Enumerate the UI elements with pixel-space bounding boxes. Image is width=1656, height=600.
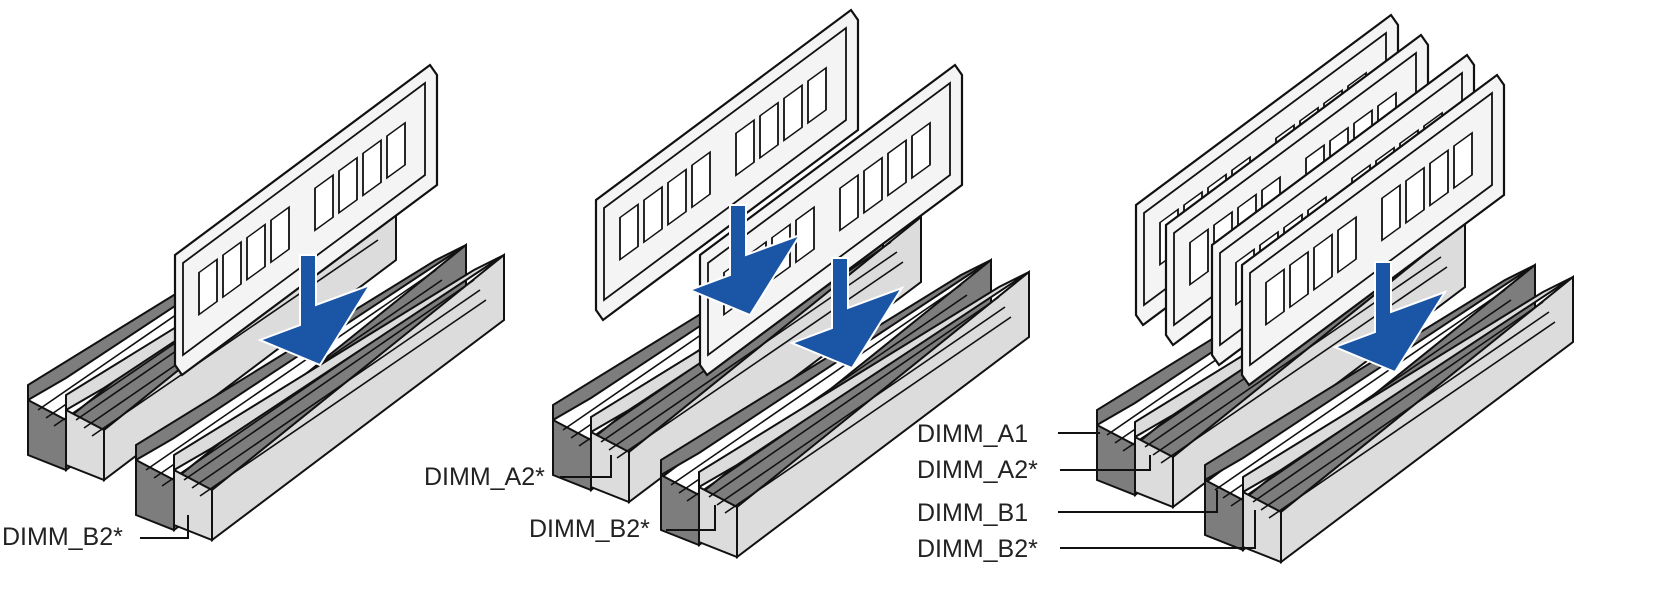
panel-2: DIMM_A2* DIMM_B2* bbox=[424, 8, 1030, 558]
leader-line bbox=[666, 505, 716, 531]
label-dimm-a2-panel3: DIMM_A2* bbox=[917, 456, 1038, 484]
leader-line bbox=[560, 455, 612, 478]
label-dimm-b2-panel1: DIMM_B2* bbox=[2, 523, 123, 551]
label-dimm-a2-panel2: DIMM_A2* bbox=[424, 463, 545, 491]
leader-line bbox=[1060, 510, 1256, 549]
label-dimm-a1-panel3: DIMM_A1 bbox=[917, 420, 1028, 448]
panel-3: DIMM_A1 DIMM_A2* DIMM_B1 DIMM_B2* bbox=[917, 13, 1574, 563]
label-dimm-b1-panel3: DIMM_B1 bbox=[917, 499, 1028, 527]
leader-line bbox=[1058, 490, 1218, 513]
panel-1: DIMM_B2* bbox=[2, 63, 505, 551]
label-dimm-b2-panel3: DIMM_B2* bbox=[917, 535, 1038, 563]
leader-line bbox=[140, 515, 189, 539]
leader-line bbox=[1060, 455, 1151, 471]
label-dimm-b2-panel2: DIMM_B2* bbox=[529, 515, 650, 543]
